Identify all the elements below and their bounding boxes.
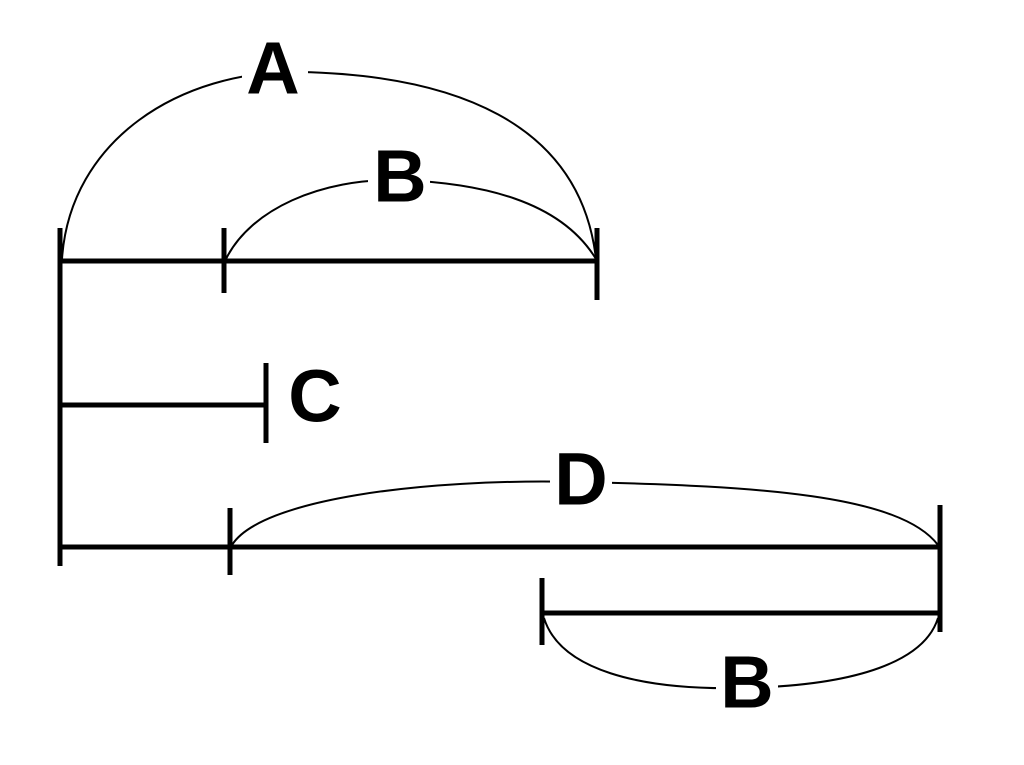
- label-b-bottom: B: [720, 641, 773, 724]
- label-a-background: [242, 36, 308, 108]
- arc-a: [61, 70, 597, 260]
- label-b-top-background: [368, 146, 430, 216]
- label-c: C: [288, 355, 341, 438]
- label-d: D: [554, 438, 607, 521]
- label-b-top: B: [373, 135, 426, 218]
- label-b-bottom-background: [716, 650, 778, 722]
- label-d-background: [550, 448, 612, 520]
- label-a: A: [246, 27, 299, 110]
